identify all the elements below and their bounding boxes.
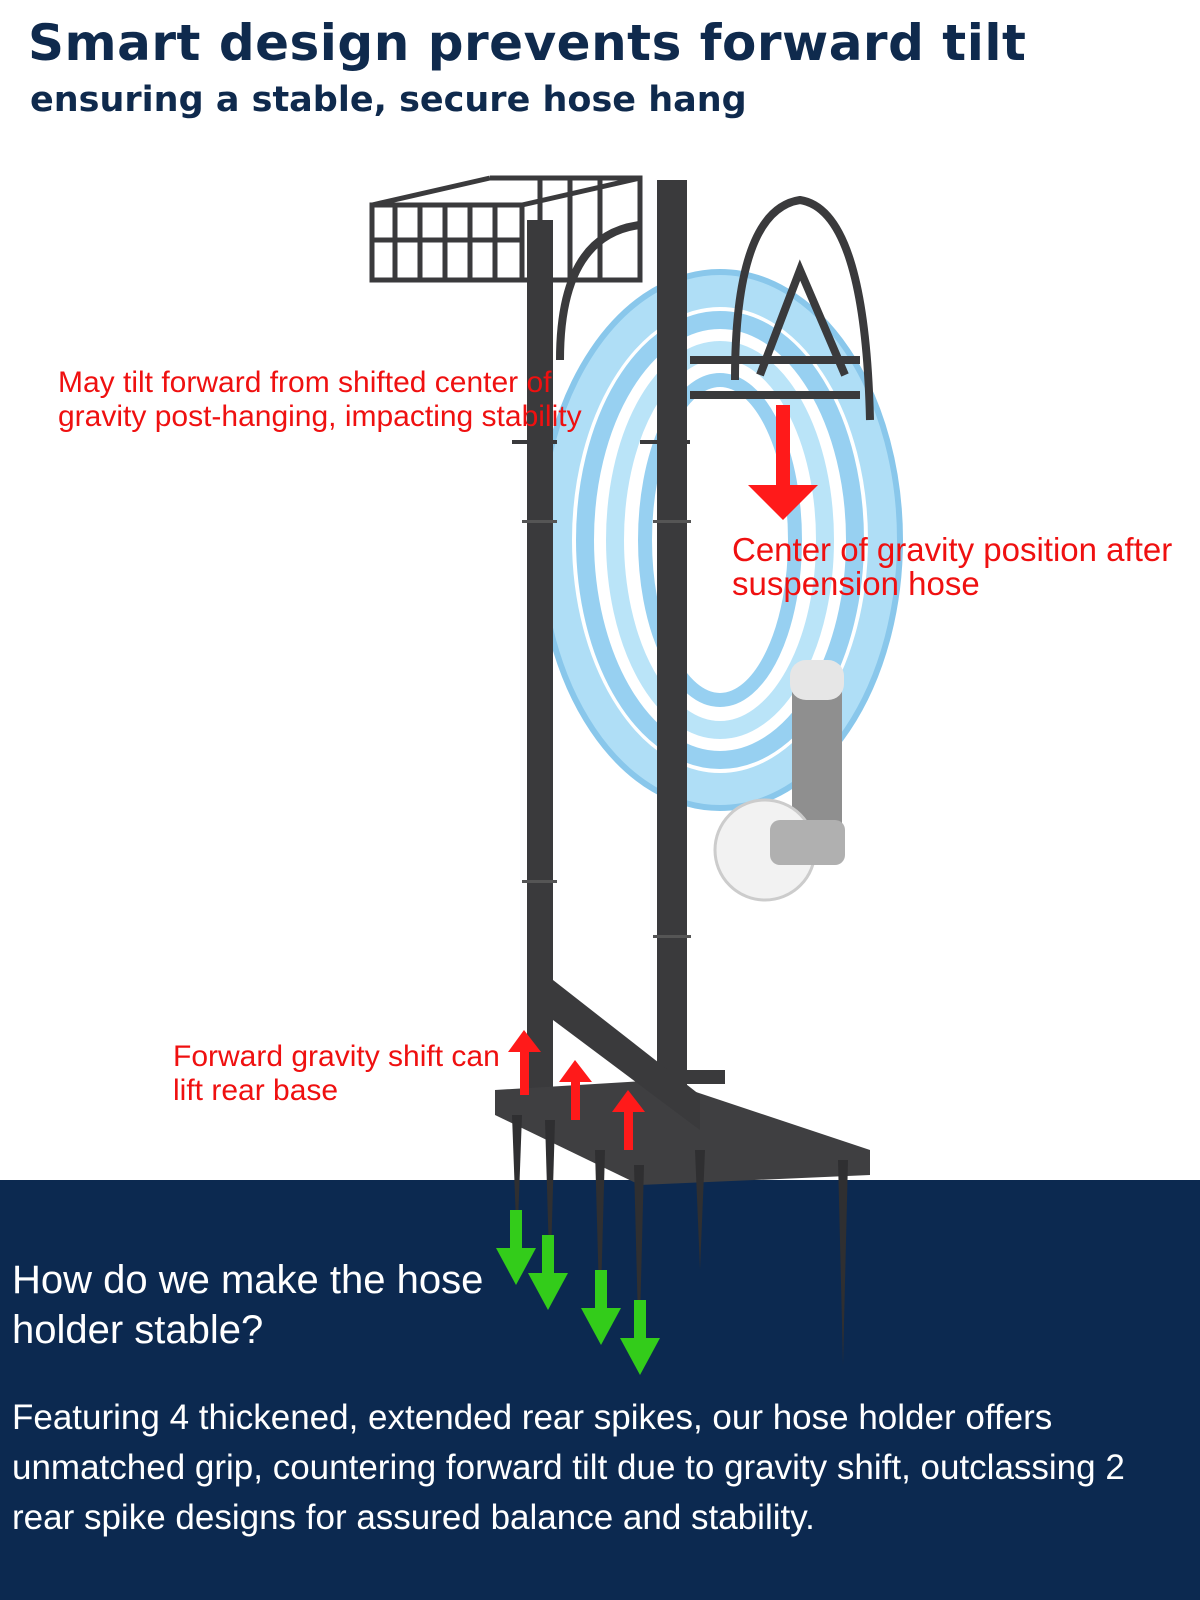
base-frame [495, 980, 870, 1185]
spike-arrows [496, 1210, 660, 1375]
hose-coil [537, 269, 903, 811]
arrow-down-icon [496, 1210, 536, 1285]
hose-nozzle [713, 660, 845, 902]
ground-spikes [512, 1115, 848, 1365]
arrow-down-icon [581, 1270, 621, 1345]
tilt-warning-annotation: May tilt forward from shifted center of … [58, 366, 582, 433]
stability-description: Featuring 4 thickened, extended rear spi… [12, 1398, 1125, 1537]
frame-posts [512, 180, 691, 1170]
page-subtitle: ensuring a stable, secure hose hang [30, 80, 747, 120]
arrow-down-icon [620, 1300, 660, 1375]
arrow-down-icon [748, 405, 818, 520]
reel-bracket [556, 195, 874, 421]
arrow-up-icon [508, 1030, 645, 1150]
top-basket [369, 175, 643, 283]
stability-question: How do we make the hose holder stable? [12, 1258, 484, 1352]
center-of-gravity-annotation: Center of gravity position after suspens… [732, 531, 1173, 602]
arrow-down-icon [528, 1235, 568, 1310]
base-lift-annotation: Forward gravity shift can lift rear base [173, 1040, 500, 1107]
page-title: Smart design prevents forward tilt [28, 14, 1027, 72]
